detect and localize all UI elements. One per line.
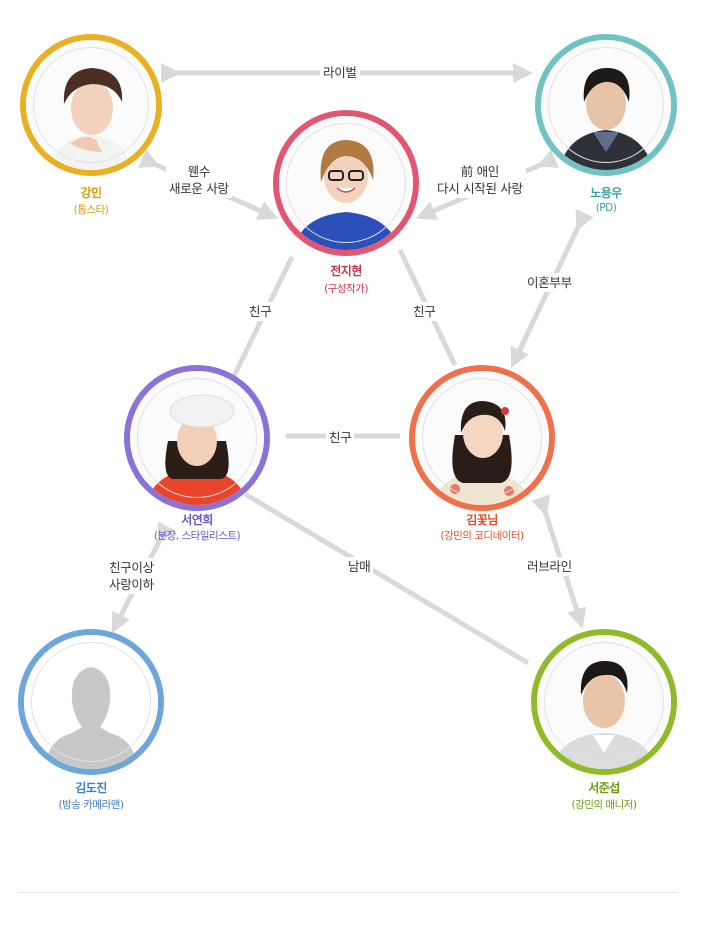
character-name: 김꽃님 [466,513,498,527]
label-love: 러브라인 [524,557,575,576]
portrait-image [415,371,549,505]
character-jeonjihyun[interactable]: 전지현 (구성작가) [273,110,419,295]
character-seoyeonhee[interactable]: 서연희 (분장, 스타일리스트) [124,365,270,542]
character-seojunseop[interactable]: 서준섭 (강민의 매니저) [531,629,677,811]
character-kimdojin[interactable]: 김도진 (방송 카메라맨) [18,629,164,811]
character-name: 노용우 [590,186,622,200]
label-friend-left: 친구 [246,302,275,321]
portrait-image [26,40,156,170]
footer-divider [18,892,678,893]
character-gangmin[interactable]: 강민 (톱스타) [20,34,162,216]
label-friend-right: 친구 [410,302,439,321]
character-name: 서연희 [181,513,213,527]
portrait-image [541,40,671,170]
portrait-image [279,116,413,250]
character-name: 김도진 [75,781,107,795]
label-rival: 라이벌 [320,63,360,82]
portrait-image [130,371,264,505]
character-noyongwoo[interactable]: 노용우 (PD) [535,34,677,214]
character-name: 전지현 [330,264,362,278]
silhouette-icon [24,635,158,769]
line-siblings [243,491,530,666]
character-role: (구성작가) [324,283,368,295]
character-role: (분장, 스타일리스트) [153,530,241,542]
character-name: 서준섭 [588,781,620,795]
label-divorced: 이혼부부 [524,273,575,292]
character-role: (강민의 매니저) [571,799,638,811]
character-kimkkotnim[interactable]: 김꽃님 (강민의 코디네이터) [409,365,555,542]
character-role: (PD) [595,202,617,214]
portrait-image [537,635,671,769]
label-friend-middle: 친구 [326,428,355,447]
character-role: (강민의 코디네이터) [440,530,524,542]
character-role: (방송 카메라맨) [58,799,125,811]
label-siblings: 남매 [345,557,374,576]
character-name: 강민 [80,186,102,200]
character-role: (톱스타) [73,204,109,216]
